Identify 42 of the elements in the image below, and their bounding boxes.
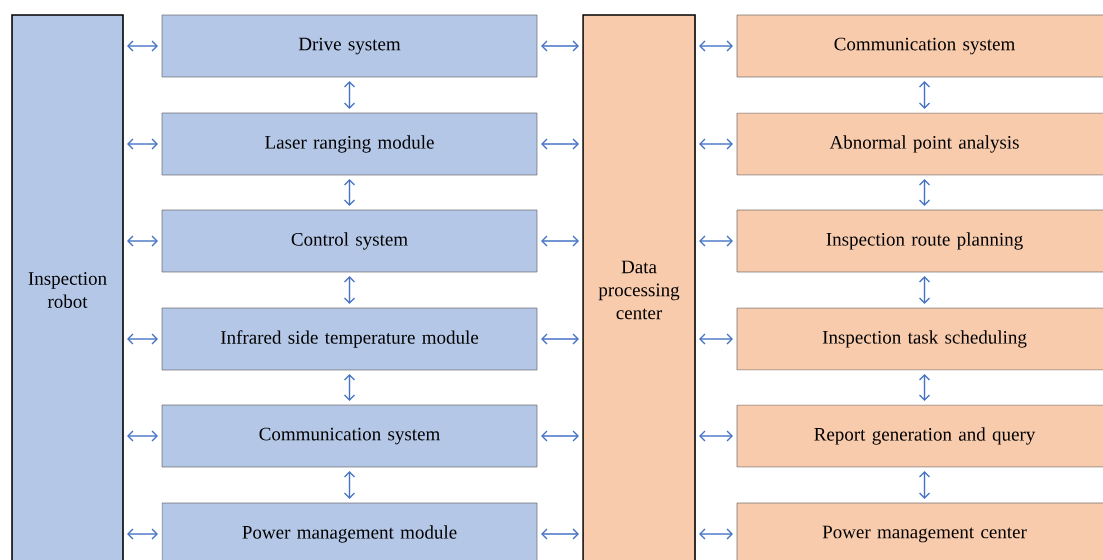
module-box: Drive system bbox=[161, 14, 538, 78]
arrow bbox=[699, 333, 733, 345]
arrow bbox=[699, 138, 733, 150]
arrow bbox=[343, 179, 356, 206]
module-box: Communication system bbox=[161, 404, 538, 468]
arrow bbox=[343, 374, 356, 401]
arrow bbox=[127, 40, 158, 52]
arrow bbox=[541, 430, 579, 442]
arrow bbox=[541, 333, 579, 345]
arrow bbox=[699, 430, 733, 442]
arrow bbox=[699, 528, 733, 540]
arrow bbox=[918, 81, 931, 109]
arrow bbox=[918, 374, 931, 401]
arrow bbox=[699, 235, 733, 247]
module-box: Inspection task scheduling bbox=[736, 307, 1103, 371]
arrow bbox=[918, 276, 931, 304]
module-box: Infrared side temperature module bbox=[161, 307, 538, 371]
arrow bbox=[343, 471, 356, 499]
arrow bbox=[541, 235, 579, 247]
module-box: Power management center bbox=[736, 502, 1103, 560]
module-box: Inspection route planning bbox=[736, 209, 1103, 273]
arrow bbox=[343, 81, 356, 109]
arrow bbox=[541, 40, 579, 52]
arrow bbox=[127, 235, 158, 247]
module-box: Laser ranging module bbox=[161, 112, 538, 176]
module-box: Report generation and query bbox=[736, 404, 1103, 468]
arrow bbox=[699, 40, 733, 52]
arrow bbox=[918, 471, 931, 499]
module-box: Control system bbox=[161, 209, 538, 273]
module-box: Abnormal point analysis bbox=[736, 112, 1103, 176]
arrow bbox=[127, 528, 158, 540]
arrow bbox=[541, 528, 579, 540]
module-box: Power management module bbox=[161, 502, 538, 560]
arrow bbox=[127, 138, 158, 150]
arrow bbox=[343, 276, 356, 304]
system-block: Inspection robot bbox=[11, 14, 124, 560]
module-box: Communication system bbox=[736, 14, 1103, 78]
arrow bbox=[127, 333, 158, 345]
arrow bbox=[541, 138, 579, 150]
arrow bbox=[918, 179, 931, 206]
system-block: Data processing center bbox=[582, 14, 696, 560]
arrow bbox=[127, 430, 158, 442]
